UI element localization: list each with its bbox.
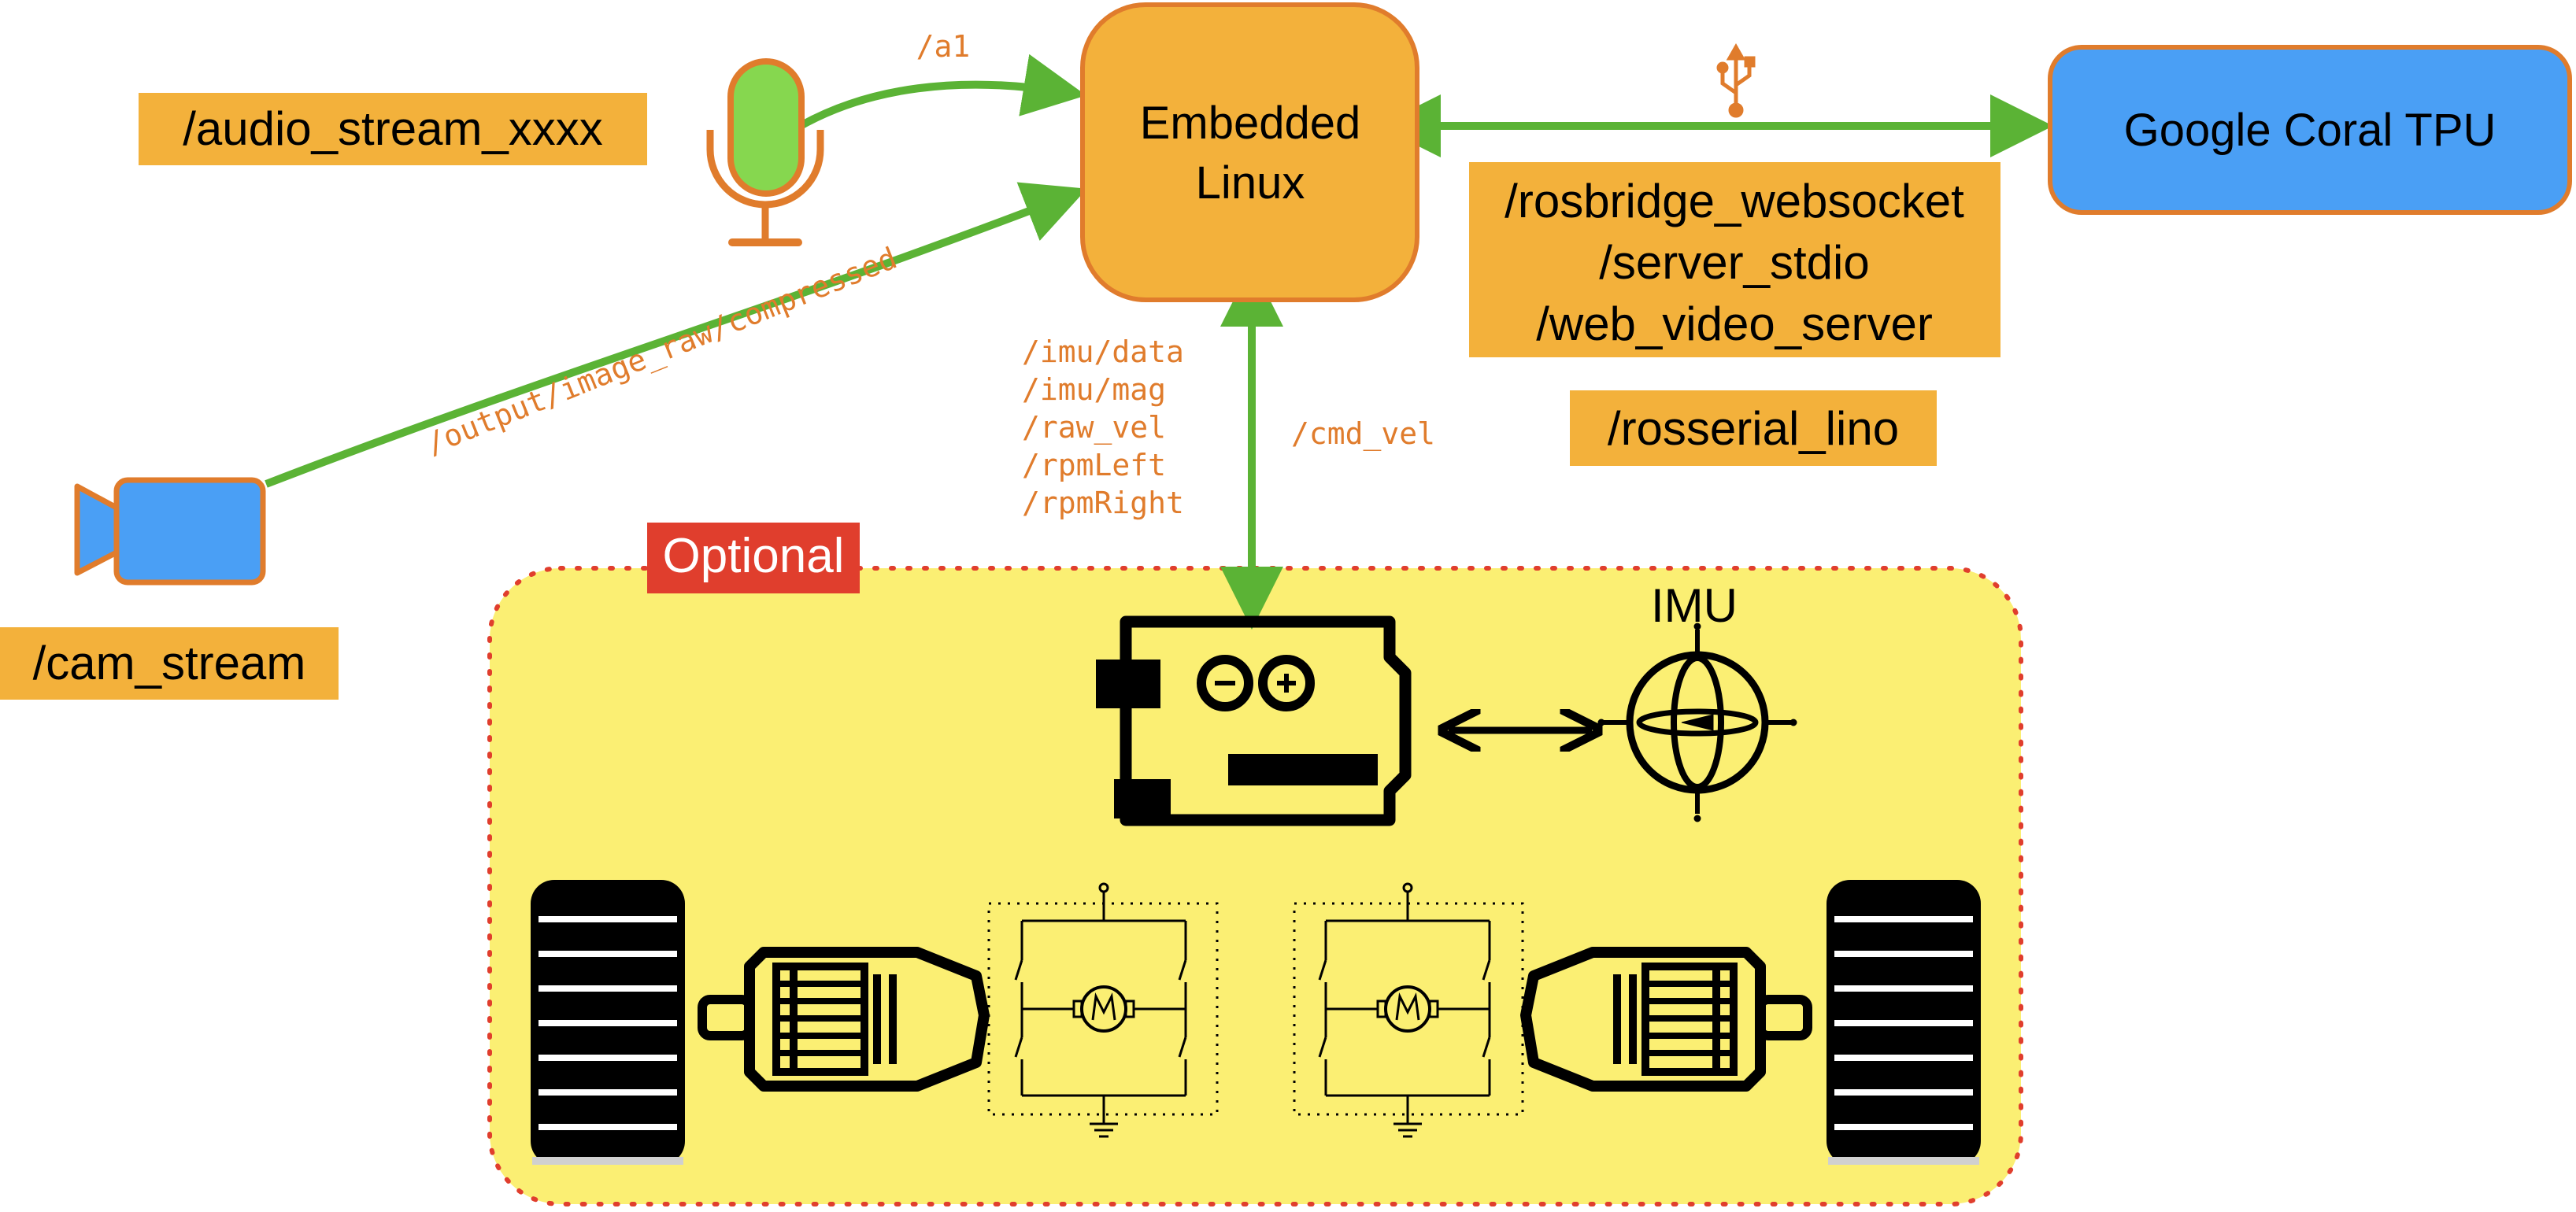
dc-motor-icon [1520,947,1812,1092]
h-bridge-icon [987,882,1219,1138]
camera-link-arrow [265,182,1087,488]
coral-tpu-node [2048,45,2572,215]
imu-label: IMU [1651,579,1738,632]
video-camera-icon [74,477,266,586]
arduino-board-icon [1096,615,1412,826]
cam-stream-box [0,627,339,700]
audio-stream-box [139,93,647,165]
microphone-icon [706,58,824,246]
cmd-vel-label: /cmd_vel [1291,416,1435,452]
audio-stream-topic: /audio_stream_xxxx [183,102,603,155]
wheel-icon [531,880,685,1165]
a1-label: /a1 [916,29,971,64]
serial-topic-label: /imu/mag [1022,372,1166,407]
wheel-icon [1827,880,1981,1165]
serial-topic-label: /raw_vel [1022,410,1166,445]
serial-topic-label: /rpmRight [1022,486,1184,520]
audio-link-arrow [791,54,1086,134]
usb-icon [1716,42,1756,118]
web-video-server-topic: /web_video_server [1536,297,1933,350]
optional-region [487,566,2023,1206]
coral-tpu-label: Google Coral TPU [2124,105,2496,156]
cam-stream-topic: /cam_stream [33,637,306,689]
dc-motor-icon [698,947,990,1092]
embedded-linux-label-line2: Linux [1196,157,1305,209]
rosbridge-topic: /rosbridge_websocket [1505,175,1964,227]
rosserial-box [1570,390,1937,466]
embedded-linux-label-line1: Embedded [1140,98,1361,149]
server-topics-box [1469,162,2000,357]
rosserial-topic: /rosserial_lino [1608,402,1899,455]
h-bridge-icon [1293,882,1524,1138]
optional-tag [647,523,860,593]
image-raw-label: /output/image_raw/compressed [421,241,902,463]
serial-topic-label: /rpmLeft [1022,448,1166,482]
optional-label: Optional [663,529,845,583]
server-stdio-topic: /server_stdio [1599,236,1869,289]
imu-gyroscope-icon [1597,623,1797,822]
serial-topic-label: /imu/data [1022,334,1184,369]
embedded-linux-node [1080,2,1419,302]
